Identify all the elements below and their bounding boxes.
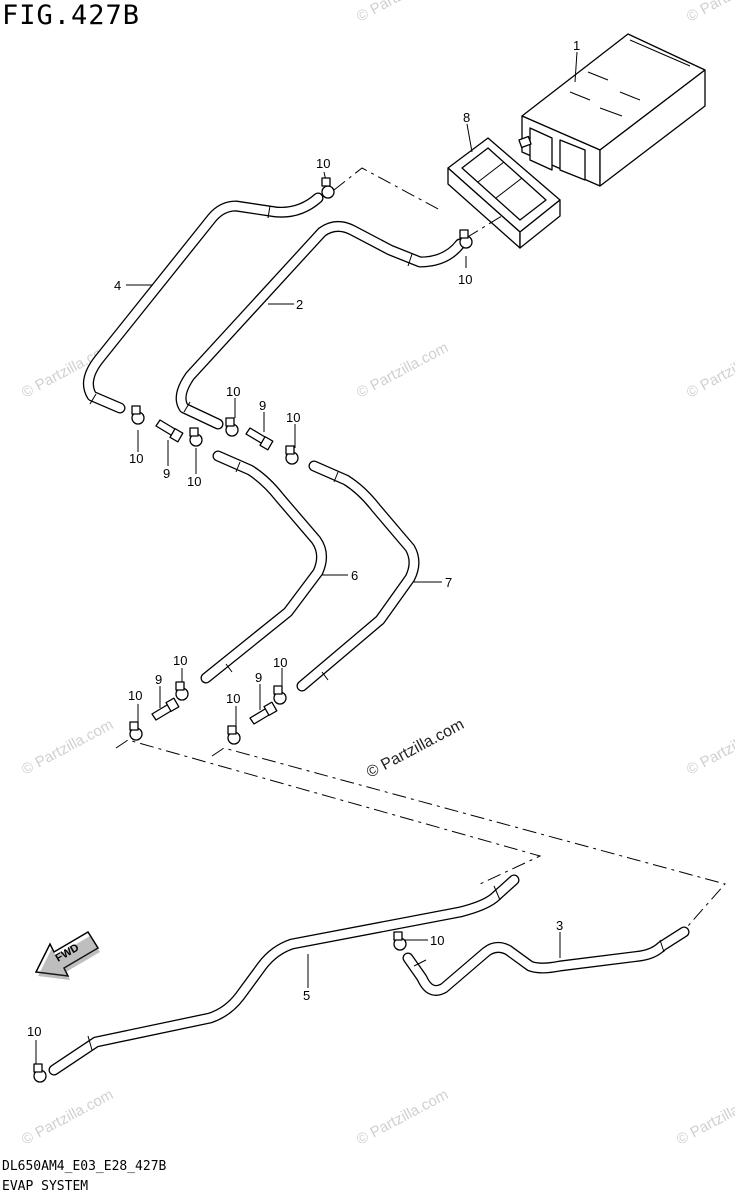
figure-system: EVAP SYSTEM: [2, 1179, 89, 1194]
clamp: [393, 931, 407, 951]
connector: [249, 701, 278, 725]
clamp: [285, 445, 299, 465]
callout-10: 10: [226, 384, 240, 399]
callout-4: 4: [114, 278, 121, 293]
connector: [245, 427, 274, 451]
callout-10: 10: [430, 933, 444, 948]
watermark: © Partzilla.com: [674, 1086, 735, 1148]
clamp: [227, 725, 241, 745]
watermark: © Partzilla.com: [19, 716, 116, 778]
clamp: [273, 685, 287, 705]
watermark-center: © Partzilla.com: [364, 716, 467, 782]
callout-3: 3: [556, 918, 563, 933]
hose-part-6: [200, 450, 327, 684]
clamp: [321, 177, 335, 199]
hose-part-3: [402, 926, 690, 996]
callout-10: 10: [316, 156, 330, 171]
hoses: [48, 192, 690, 1076]
watermarks: © Partzilla.com © Partzilla.com © Partzi…: [19, 0, 735, 1149]
callout-10: 10: [187, 474, 201, 489]
clamp: [459, 229, 473, 249]
callout-10: 10: [129, 451, 143, 466]
callout-10: 10: [128, 688, 142, 703]
callout-9: 9: [155, 672, 162, 687]
callout-9: 9: [255, 670, 262, 685]
routing-dashed-lines: [115, 167, 726, 927]
callout-9: 9: [259, 398, 266, 413]
clamp: [33, 1063, 47, 1083]
watermark: © Partzilla.com: [19, 1086, 116, 1148]
callout-10: 10: [458, 272, 472, 287]
callout-2: 2: [296, 297, 303, 312]
callout-9: 9: [163, 466, 170, 481]
callout-10: 10: [286, 410, 300, 425]
hose-part-5: [48, 874, 520, 1076]
callout-10: 10: [27, 1024, 41, 1039]
callout-5: 5: [303, 988, 310, 1003]
watermark: © Partzilla.com: [354, 0, 451, 26]
callout-10: 10: [273, 655, 287, 670]
clamps-part-10: [33, 177, 473, 1083]
bracket-part-8: [447, 137, 561, 249]
hose-part-7: [296, 460, 420, 692]
canister-part-1: [518, 33, 706, 187]
connectors-part-9: [151, 419, 278, 725]
callout-7: 7: [445, 575, 452, 590]
clamp: [225, 417, 239, 437]
clamp: [175, 681, 189, 701]
watermark: © Partzilla.com: [684, 339, 735, 401]
fwd-arrow: FWD: [34, 930, 100, 980]
clamp: [131, 405, 145, 425]
callout-labels: 1 8 10 10 4 2 10 9 10 10 9 10 6 7 10 10 …: [27, 38, 580, 1039]
callout-10: 10: [226, 691, 240, 706]
watermark: © Partzilla.com: [684, 716, 735, 778]
watermark: © Partzilla.com: [354, 339, 451, 401]
connector: [151, 697, 180, 721]
connector: [155, 419, 184, 443]
hose-part-4: [82, 192, 324, 414]
callout-10: 10: [173, 653, 187, 668]
callout-1: 1: [573, 38, 580, 53]
figure-title: FIG.427B: [2, 0, 141, 31]
clamp: [189, 427, 203, 447]
callout-8: 8: [463, 110, 470, 125]
callout-6: 6: [351, 568, 358, 583]
watermark: © Partzilla.com: [354, 1086, 451, 1148]
hose-part-2: [175, 221, 466, 430]
clamp: [129, 721, 143, 741]
watermark: © Partzilla.com: [684, 0, 735, 26]
figure-code: DL650AM4_E03_E28_427B: [2, 1159, 167, 1174]
